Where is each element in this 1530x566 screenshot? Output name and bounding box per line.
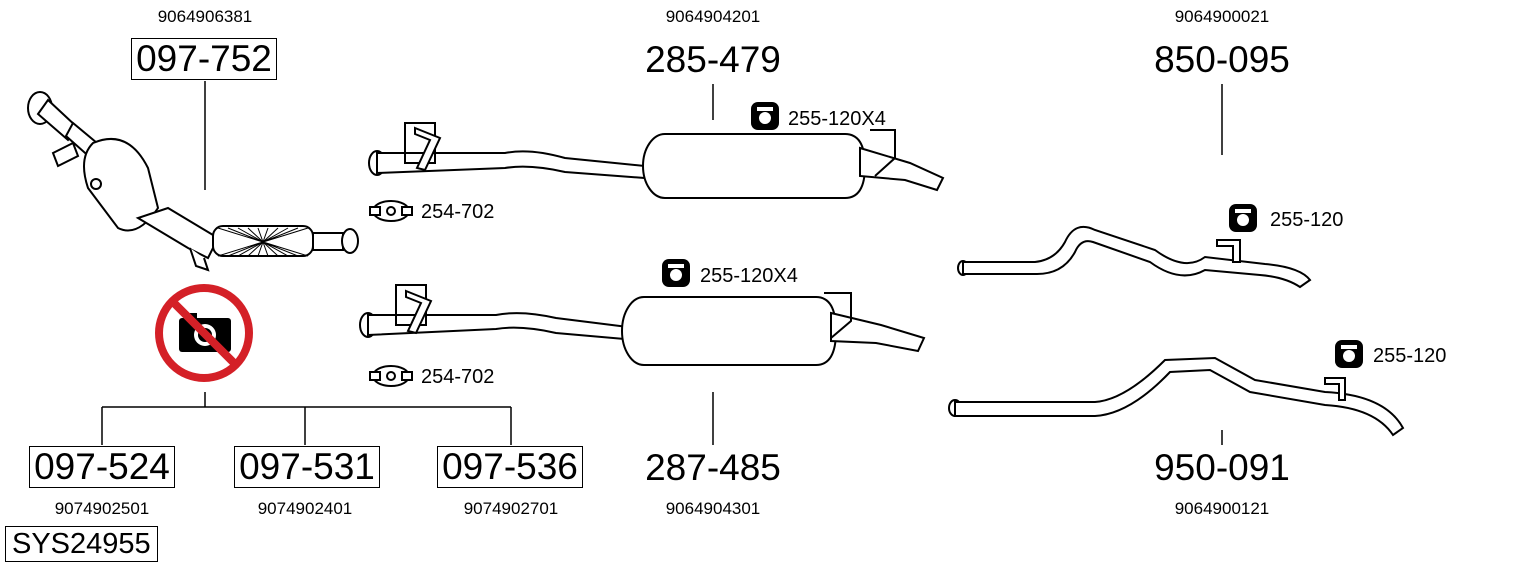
no-camera-icon <box>153 282 255 384</box>
clamp-label-front: 254-702 <box>421 201 495 223</box>
oe-number-option-c: 9074902701 <box>463 499 559 518</box>
rear-pipe-top-drawing <box>957 226 1312 289</box>
pipe-clamp-icon <box>368 197 414 225</box>
mid-muffler-drawing <box>359 284 926 366</box>
hanger-label-rear-bottom: 255-120 <box>1373 345 1447 367</box>
part-number-option-c[interactable]: 097-536 <box>437 446 583 488</box>
oe-number-option-a: 9074902501 <box>54 499 150 518</box>
part-number-option-b[interactable]: 097-531 <box>234 446 380 488</box>
part-number-cat[interactable]: 097-752 <box>131 38 277 80</box>
catalytic-converter-drawing <box>27 91 359 272</box>
part-number-front-muffler[interactable]: 285-479 <box>645 39 781 80</box>
rubber-hanger-icon <box>750 101 780 131</box>
rubber-hanger-icon <box>1334 339 1364 369</box>
oe-number-option-b: 9074902401 <box>257 499 353 518</box>
hanger-label-front: 255-120X4 <box>788 108 886 130</box>
clamp-label-mid: 254-702 <box>421 366 495 388</box>
system-code[interactable]: SYS24955 <box>5 526 158 562</box>
hanger-label-rear-top: 255-120 <box>1270 209 1344 231</box>
part-number-rear-pipe-bottom[interactable]: 950-091 <box>1154 447 1290 488</box>
part-number-mid-muffler[interactable]: 287-485 <box>645 447 781 488</box>
rear-pipe-bottom-drawing <box>948 356 1405 437</box>
oe-number-rear-pipe-bottom: 9064900121 <box>1174 499 1270 518</box>
hanger-label-mid: 255-120X4 <box>700 265 798 287</box>
rubber-hanger-icon <box>661 258 691 288</box>
part-number-option-a[interactable]: 097-524 <box>29 446 175 488</box>
front-muffler-drawing <box>368 122 945 199</box>
oe-number-mid-muffler: 9064904301 <box>665 499 761 518</box>
oe-number-front-muffler: 9064904201 <box>665 7 761 26</box>
pipe-clamp-icon <box>368 362 414 390</box>
oe-number-rear-pipe-top: 9064900021 <box>1174 7 1270 26</box>
part-number-rear-pipe-top[interactable]: 850-095 <box>1154 39 1290 80</box>
rubber-hanger-icon <box>1228 203 1258 233</box>
oe-number-cat: 9064906381 <box>157 7 253 26</box>
